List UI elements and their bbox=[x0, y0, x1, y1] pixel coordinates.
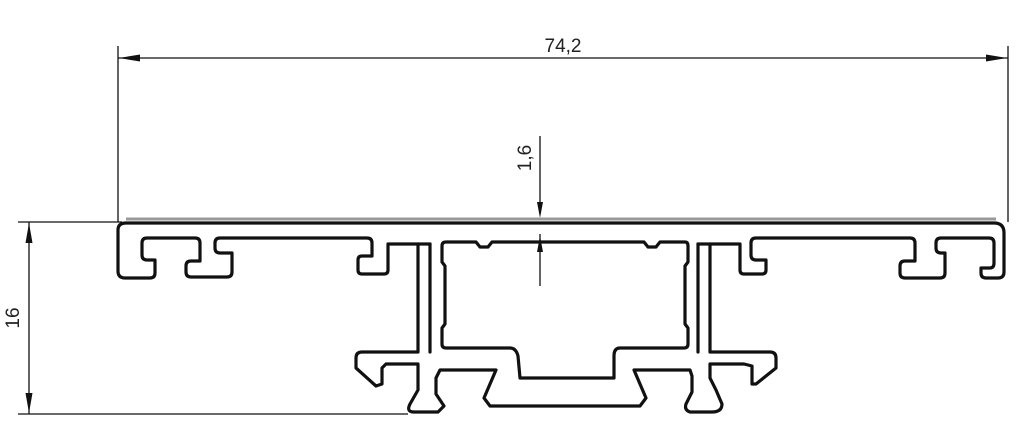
outer-contour bbox=[116, 221, 1006, 414]
inner-chamber bbox=[440, 240, 690, 380]
height-arrow-bottom-icon bbox=[25, 393, 33, 413]
height-arrow-top-icon bbox=[25, 223, 33, 243]
height-dimension: 16 bbox=[3, 221, 408, 415]
wall-thickness-arrow-down-icon bbox=[537, 202, 543, 218]
width-arrow-right-icon bbox=[986, 54, 1007, 62]
width-dimension-label: 74,2 bbox=[545, 36, 582, 57]
height-dimension-label: 16 bbox=[3, 307, 24, 328]
wall-thickness-dimension: 1,6 bbox=[515, 136, 543, 286]
width-dimension: 74,2 bbox=[117, 36, 1009, 222]
wall-thickness-label: 1,6 bbox=[515, 145, 536, 171]
width-arrow-left-icon bbox=[119, 54, 140, 62]
profile-outline bbox=[116, 217, 1006, 414]
wall-thickness-arrow-up-icon bbox=[537, 236, 543, 252]
